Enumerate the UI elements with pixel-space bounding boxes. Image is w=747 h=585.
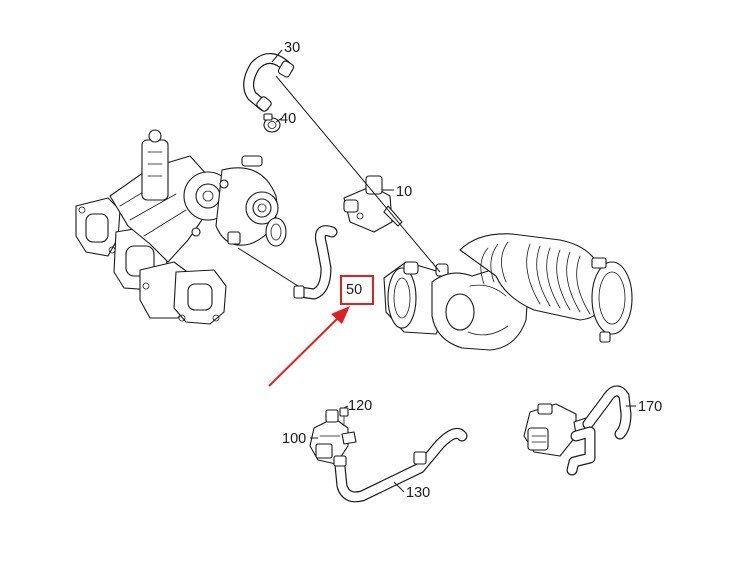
- hose-part-30: [243, 53, 295, 112]
- callout-120: 120: [348, 398, 372, 414]
- callout-130: 130: [406, 485, 430, 501]
- callout-30: 30: [284, 40, 300, 56]
- callout-10: 10: [396, 184, 412, 200]
- callout-100: 100: [282, 431, 306, 447]
- highlight-annotation: [268, 275, 374, 387]
- callout-40: 40: [280, 111, 296, 127]
- clamp-part-40: [263, 113, 281, 133]
- callout-50: 50: [346, 282, 362, 298]
- intake-bellows-hose: [383, 233, 633, 351]
- screw-part-120: [339, 407, 349, 425]
- leader-50-to-turbo: [237, 247, 299, 287]
- leader-40: [275, 117, 283, 123]
- leader-130: [393, 481, 405, 493]
- pipe-part-170: [566, 385, 632, 476]
- valve-part-10: [343, 175, 403, 233]
- leader-30-to-intake: [275, 75, 441, 273]
- leader-lines: [237, 49, 636, 493]
- hose-part-50: [293, 225, 338, 300]
- highlight-arrow: [268, 317, 339, 387]
- leader-30: [271, 49, 283, 63]
- highlight-arrow-head: [331, 306, 350, 324]
- leader-120: [343, 405, 349, 409]
- callout-labels: 30 40 10 50 120 100 130 170: [280, 40, 662, 501]
- callout-170: 170: [638, 399, 662, 415]
- valve-part-100: [309, 409, 357, 465]
- hose-part-130: [333, 427, 468, 503]
- highlight-box-50: [340, 275, 374, 305]
- turbocharger-assembly: [75, 129, 287, 325]
